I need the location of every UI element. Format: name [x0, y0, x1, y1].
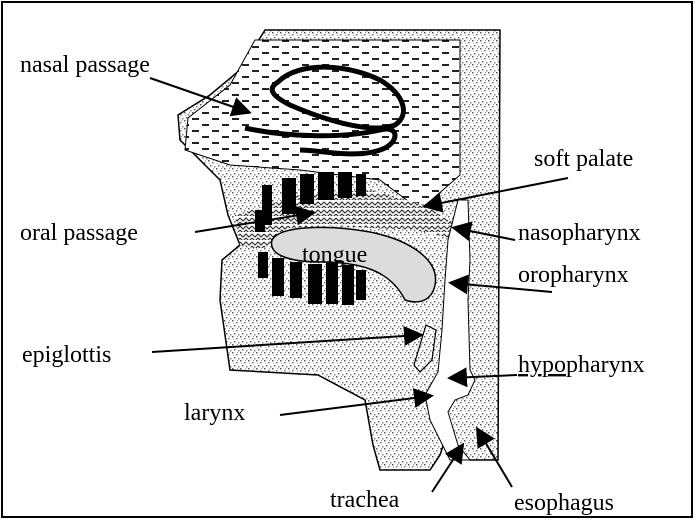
label-oropharynx: oropharynx	[518, 262, 629, 288]
label-tongue: tongue	[302, 242, 367, 268]
label-hypopharynx-suffix: pharynx	[566, 352, 645, 378]
label-epiglottis: epiglottis	[22, 342, 111, 368]
label-hypopharynx-prefix: hypo	[518, 352, 566, 378]
label-trachea: trachea	[330, 487, 400, 513]
label-esophagus: esophagus	[514, 490, 614, 516]
label-larynx: larynx	[184, 400, 245, 426]
label-nasal-passage: nasal passage	[20, 52, 150, 78]
label-hypopharynx: hypopharynx	[518, 352, 645, 378]
label-oral-passage: oral passage	[20, 220, 138, 246]
label-soft-palate: soft palate	[534, 146, 633, 172]
label-nasopharynx: nasopharynx	[518, 220, 641, 246]
